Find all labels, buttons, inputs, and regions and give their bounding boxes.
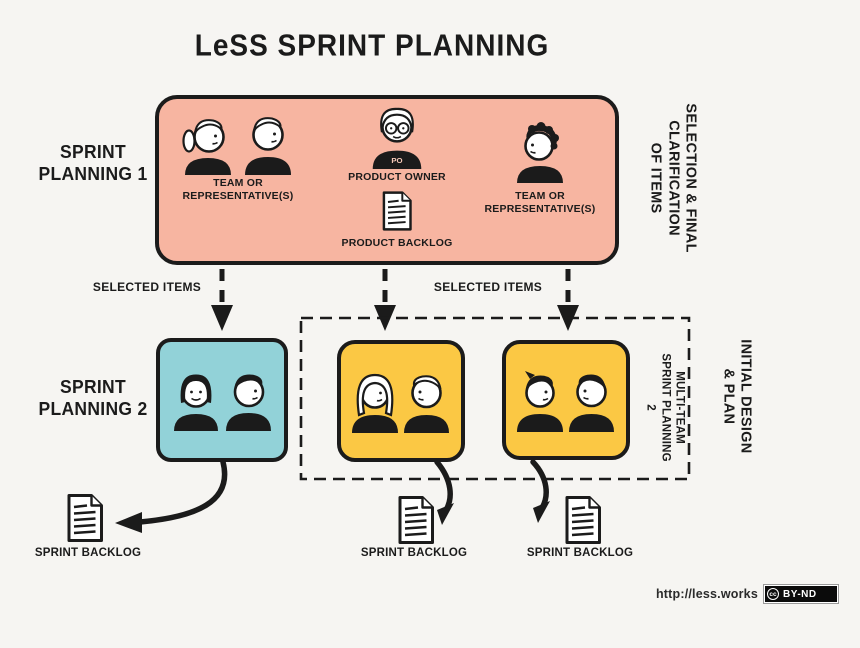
product-owner-label: PRODUCT OWNER (348, 171, 446, 183)
product-backlog-icon (382, 191, 412, 231)
curved-arrow-1-head-icon (115, 512, 142, 533)
selection-line-2: CLARIFICATION (665, 120, 682, 236)
product-owner-group: PO PRODUCT OWNER PRODUCT BACKLOG (331, 105, 463, 250)
selection-line-1: SELECTION & FINAL (682, 103, 699, 253)
selected-items-label-left: SELECTED ITEMS (92, 280, 202, 294)
po-badge: PO (391, 156, 402, 165)
sprint-planning-1-label: SPRINT PLANNING 1 (38, 140, 148, 184)
team-representatives-pair-icon (182, 117, 291, 175)
sprint-backlog-icon-3 (565, 496, 601, 544)
team-representative-curly-icon (517, 122, 563, 183)
initial-design-line-1: INITIAL DESIGN (737, 339, 754, 454)
sprint-planning-2-team-icon (174, 374, 271, 431)
sprint-backlog-label-1: SPRINT BACKLOG (34, 547, 142, 559)
dashed-arrow-1-head-icon (211, 305, 233, 331)
cc-badge-inner: cc BY-ND (765, 586, 837, 602)
multi-team-sprint-planning-label: MULTI-TEAM SPRINT PLANNING 2 (643, 349, 686, 467)
team-left-label: TEAM OR REPRESENTATIVE(S) (182, 177, 294, 203)
page-title: LeSS SPRINT PLANNING (194, 28, 550, 63)
less-works-link[interactable]: http://less.works (655, 587, 758, 601)
team-right-label: TEAM OR REPRESENTATIVE(S) (484, 190, 596, 216)
sprint-planning-2-box (156, 338, 288, 462)
multi-team-line-1: MULTI-TEAM (673, 371, 686, 444)
dashed-arrow-2-head-icon (374, 305, 396, 331)
curved-arrow-3-head-icon (533, 501, 550, 523)
curved-arrow-2-head-icon (437, 503, 454, 525)
curved-arrow-2 (434, 459, 453, 513)
selection-line-3: OF ITEMS (647, 142, 664, 214)
product-backlog-label: PRODUCT BACKLOG (341, 237, 453, 250)
multi-team-box-1 (337, 340, 465, 462)
curved-arrow-3 (530, 459, 549, 511)
team-right-group: TEAM OR REPRESENTATIVE(S) (469, 121, 611, 216)
sprint-planning-1-box: TEAM OR REPRESENTATIVE(S) PO PRODUCT OWN… (155, 95, 619, 265)
initial-design-line-2: & PLAN (720, 368, 736, 425)
initial-design-plan-label: INITIAL DESIGN & PLAN (719, 326, 754, 466)
selection-clarification-label: SELECTION & FINAL CLARIFICATION OF ITEMS (646, 91, 699, 266)
cc-icon: cc (767, 588, 779, 600)
multi-team-box-2 (502, 340, 630, 460)
selected-items-label-right: SELECTED ITEMS (433, 280, 543, 294)
sprint-backlog-label-2: SPRINT BACKLOG (360, 547, 468, 559)
product-owner-icon: PO (372, 107, 422, 170)
team-left-group: TEAM OR REPRESENTATIVE(S) (167, 111, 309, 203)
curved-arrow-1 (137, 459, 228, 525)
sprint-backlog-label-3: SPRINT BACKLOG (526, 547, 634, 559)
sprint-backlog-icon-2 (398, 496, 434, 544)
dashed-arrow-3-head-icon (557, 305, 579, 331)
multi-team-1-icon (352, 373, 449, 433)
sprint-planning-2-label: SPRINT PLANNING 2 (38, 375, 148, 419)
multi-team-line-2: SPRINT PLANNING 2 (644, 353, 672, 462)
cc-by-nd-badge[interactable]: cc BY-ND (763, 584, 839, 604)
cc-license-label: BY-ND (783, 588, 817, 600)
multi-team-2-icon (517, 371, 614, 432)
sprint-backlog-icon-1 (67, 494, 103, 542)
